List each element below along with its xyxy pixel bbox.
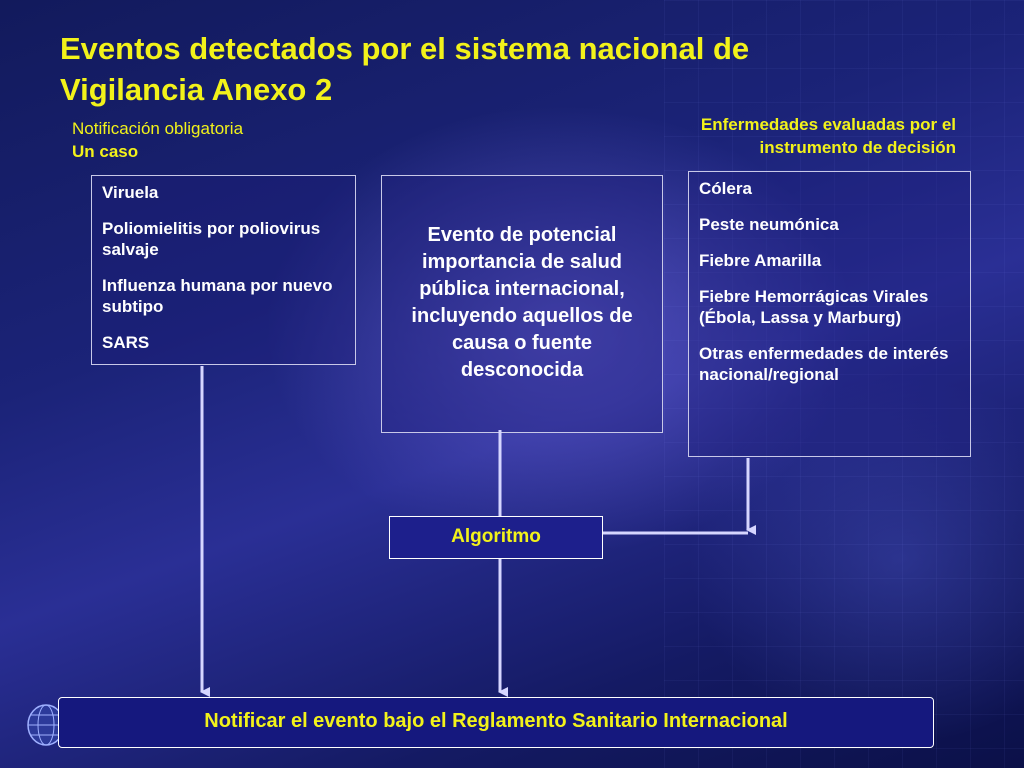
slide-title: Eventos detectados por el sistema nacion…: [60, 28, 860, 110]
disease-item: Poliomielitis por poliovirus salvaje: [102, 219, 321, 259]
right-column-header: Enfermedades evaluadas por el instrument…: [701, 113, 956, 159]
background-grid-decoration: [664, 0, 1024, 768]
evaluated-diseases-box: Cólera Peste neumónica Fiebre Amarilla F…: [688, 171, 971, 457]
disease-item: Cólera: [699, 179, 752, 198]
notify-ihr-banner: Notificar el evento bajo el Reglamento S…: [58, 697, 934, 748]
left-column-header: Notificación obligatoria Un caso: [72, 117, 243, 163]
mandatory-notification-box: Viruela Poliomielitis por poliovirus sal…: [91, 175, 356, 365]
pheic-event-box: Evento de potencial importancia de salud…: [381, 175, 663, 433]
pheic-event-text: Evento de potencial importancia de salud…: [411, 224, 633, 381]
evaluated-disease-list: Cólera Peste neumónica Fiebre Amarilla F…: [699, 178, 960, 385]
right-header-line-2: instrumento de decisión: [759, 138, 956, 157]
mandatory-disease-list: Viruela Poliomielitis por poliovirus sal…: [102, 182, 345, 353]
disease-item: SARS: [102, 333, 150, 352]
slide-title-line-1: Eventos detectados por el sistema nacion…: [60, 31, 750, 66]
slide-title-line-2: Vigilancia Anexo 2: [60, 72, 333, 107]
disease-item: Fiebre Amarilla: [699, 251, 822, 270]
disease-item: Viruela: [102, 183, 159, 202]
algorithm-box: Algoritmo: [389, 516, 603, 559]
left-header-line-1: Notificación obligatoria: [72, 119, 244, 138]
right-header-line-1: Enfermedades evaluadas por el: [700, 115, 956, 134]
disease-item: Influenza humana por nuevo subtipo: [102, 276, 333, 316]
globe-icon: [27, 704, 65, 746]
left-header-line-2: Un caso: [72, 142, 139, 161]
disease-item: Fiebre Hemorrágicas Virales (Ébola, Lass…: [699, 287, 929, 327]
disease-item: Peste neumónica: [699, 215, 839, 234]
disease-item: Otras enfermedades de interés nacional/r…: [699, 344, 949, 384]
